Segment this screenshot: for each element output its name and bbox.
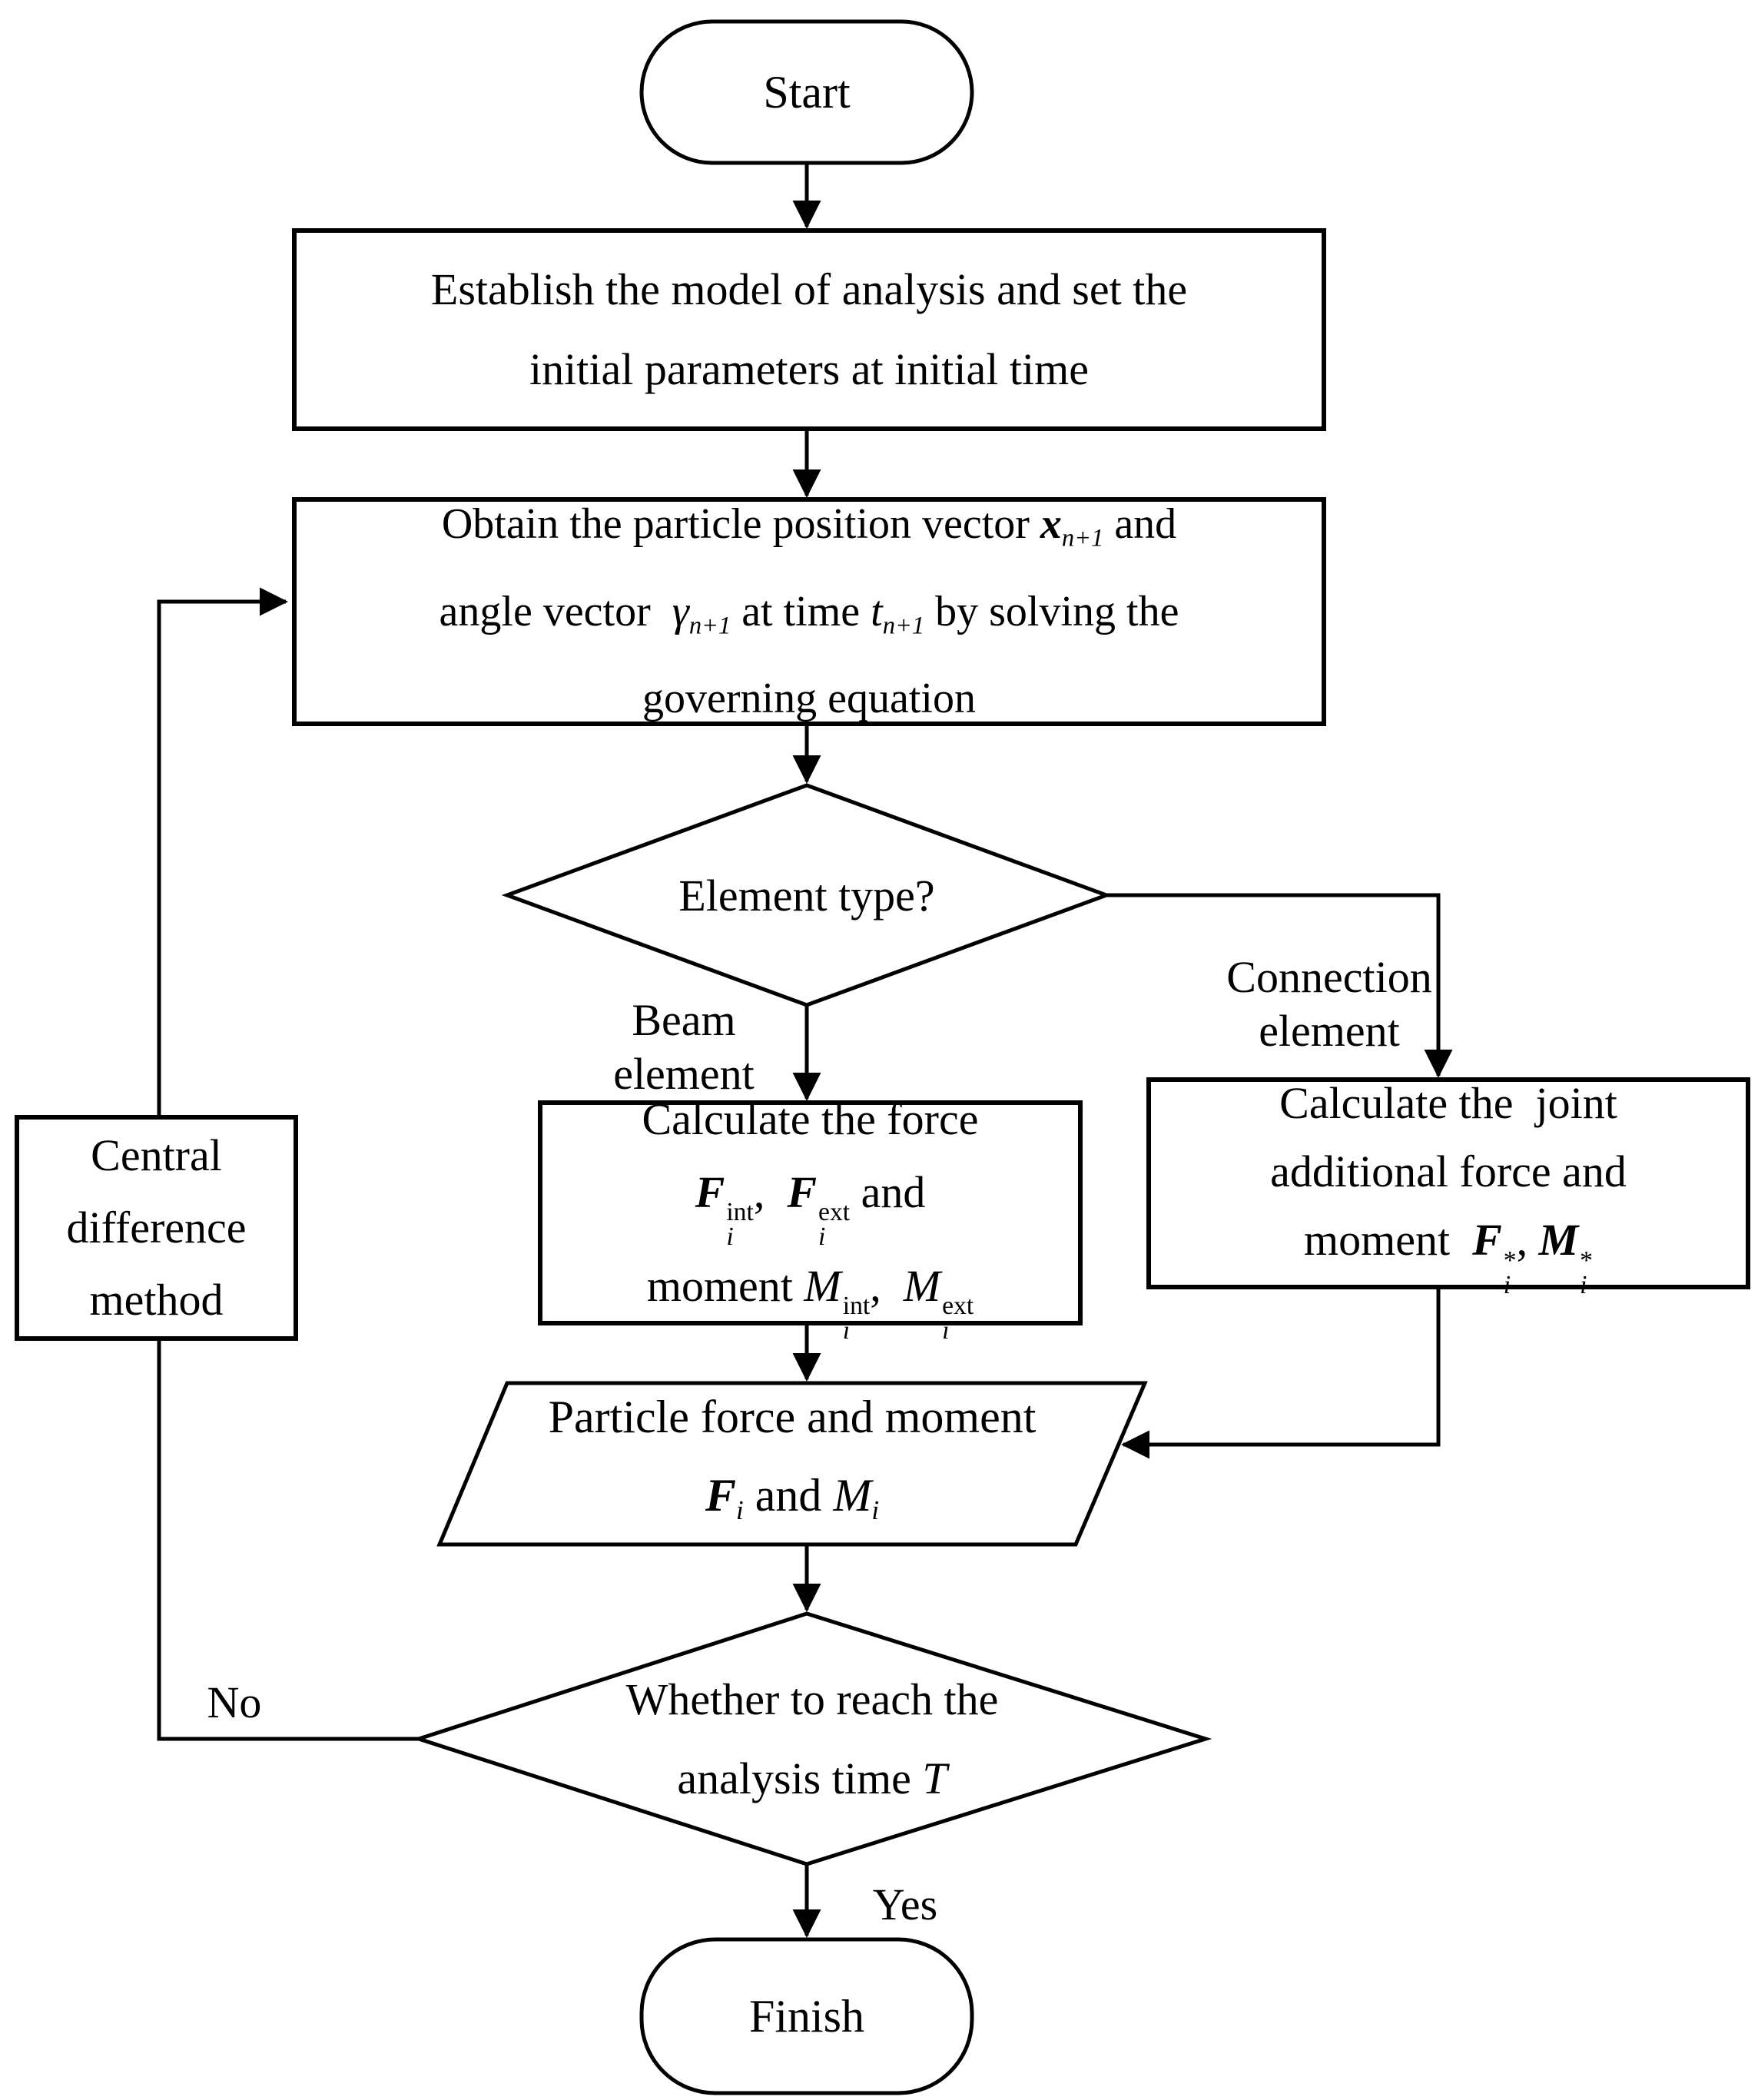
calc-joint-box-shape: [1146, 1077, 1750, 1289]
central-difference-box-shape: [15, 1115, 298, 1341]
obtain-box-shape: [292, 497, 1326, 726]
finish-stadium-shape: [639, 1937, 974, 2095]
calc-force-box-shape: [538, 1100, 1083, 1325]
particle-parallelogram-shape: [436, 1381, 1148, 1547]
establish-box-shape: [292, 228, 1326, 431]
element-type-diamond-shape: [501, 783, 1113, 1007]
reach-diamond-shape: [412, 1611, 1212, 1866]
arrow-no-loop-to-obtain: [157, 587, 288, 1117]
arrow-connection-branch: [1106, 893, 1453, 1078]
arrow-calc-joint-to-particle: [1121, 1287, 1441, 1459]
start-stadium-shape: [639, 19, 974, 165]
line-no-loop-lower: [157, 1339, 419, 1741]
